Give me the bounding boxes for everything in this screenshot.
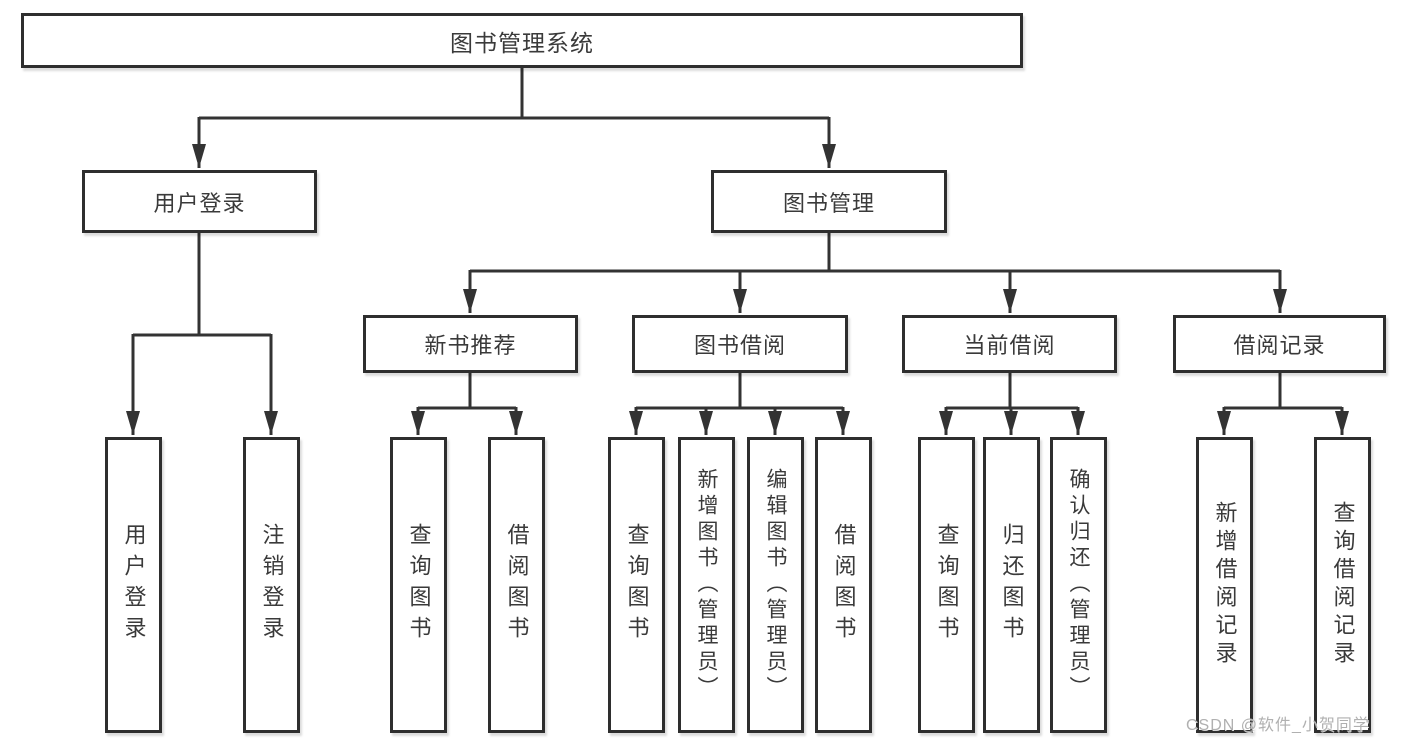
node-root-title: 图书管理系统 bbox=[21, 13, 1023, 68]
leaf-return-books: 归还图书 bbox=[983, 437, 1040, 733]
leaf-borrow-query-books: 查询图书 bbox=[608, 437, 665, 733]
connector-current-borrow-children bbox=[939, 373, 1085, 435]
leaf-newbook-borrow-books: 借阅图书 bbox=[488, 437, 545, 733]
leaf-current-query-books: 查询图书 bbox=[918, 437, 975, 733]
leaf-user-login: 用户登录 bbox=[105, 437, 162, 733]
leaf-edit-books-admin: 编辑图书（管理员） bbox=[747, 437, 804, 733]
leaf-add-books-admin: 新增图书（管理员） bbox=[678, 437, 735, 733]
connector-root-to-level2 bbox=[192, 68, 836, 168]
node-new-book-recommendation: 新书推荐 bbox=[363, 315, 578, 373]
leaf-confirm-return-admin: 确认归还（管理员） bbox=[1050, 437, 1107, 733]
leaf-query-borrow-record: 查询借阅记录 bbox=[1314, 437, 1371, 733]
leaf-borrow-books: 借阅图书 bbox=[815, 437, 872, 733]
node-borrow-records: 借阅记录 bbox=[1173, 315, 1386, 373]
connector-new-book-children bbox=[411, 373, 523, 435]
connector-borrow-record-children bbox=[1217, 373, 1349, 435]
connector-book-borrow-children bbox=[629, 373, 850, 435]
node-current-borrow: 当前借阅 bbox=[902, 315, 1117, 373]
node-book-borrow: 图书借阅 bbox=[632, 315, 848, 373]
connector-user-login-children bbox=[126, 233, 278, 435]
leaf-add-borrow-record: 新增借阅记录 bbox=[1196, 437, 1253, 733]
leaf-logout: 注销登录 bbox=[243, 437, 300, 733]
node-user-login: 用户登录 bbox=[82, 170, 317, 233]
leaf-newbook-query-books: 查询图书 bbox=[390, 437, 447, 733]
node-book-management: 图书管理 bbox=[711, 170, 947, 233]
connector-book-management-children bbox=[463, 233, 1287, 313]
csdn-watermark: CSDN @软件_小贺同学 bbox=[1186, 717, 1370, 734]
